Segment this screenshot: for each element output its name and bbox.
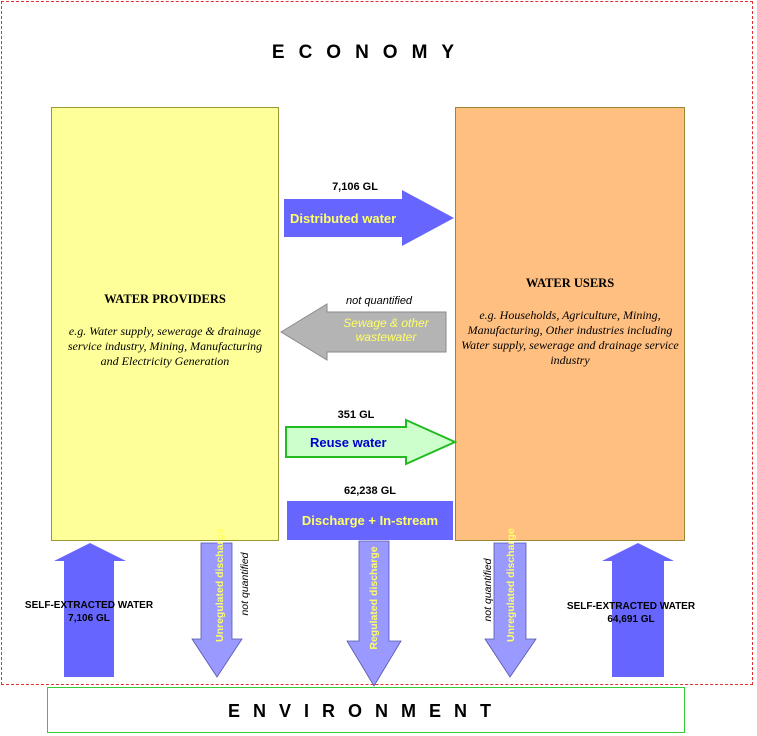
- unregulated-discharge-left-label: Unregulated discharge: [214, 528, 226, 642]
- unregulated-right-note: not quantified: [482, 558, 494, 622]
- water-providers-title: WATER PROVIDERS: [104, 292, 226, 306]
- water-users-description: e.g. Households, Agriculture, Mining, Ma…: [461, 308, 679, 367]
- unregulated-left-note: not quantified: [239, 552, 251, 616]
- economy-frame: [1, 1, 753, 685]
- sewage-note: not quantified: [346, 295, 413, 307]
- reuse-water-label: Reuse water: [310, 435, 387, 450]
- self-extracted-right-label: SELF-EXTRACTED WATER: [566, 601, 696, 612]
- distributed-water-value: 7,106 GL: [332, 181, 378, 193]
- environment-box: ENVIRONMENT: [47, 687, 685, 733]
- unregulated-discharge-left-arrow: [191, 542, 243, 678]
- distributed-water-label: Distributed water: [290, 211, 397, 226]
- water-providers-description: e.g. Water supply, sewerage & drainage s…: [67, 324, 263, 368]
- self-extracted-right-value: 64,691 GL: [607, 614, 655, 625]
- water-users-box: WATER USERS e.g. Households, Agriculture…: [455, 107, 685, 541]
- regulated-discharge-label: Regulated discharge: [368, 546, 380, 650]
- self-extracted-left-arrow: [54, 543, 126, 677]
- sewage-wastewater-arrow: [280, 303, 447, 361]
- economy-title: ECONOMY: [271, 42, 469, 63]
- environment-title: ENVIRONMENT: [227, 701, 504, 721]
- self-extracted-right-arrow: [602, 543, 674, 677]
- reuse-water-arrow: [285, 418, 458, 466]
- water-users-title: WATER USERS: [525, 276, 615, 290]
- regulated-discharge-arrow: [346, 540, 402, 687]
- unregulated-discharge-right-label: Unregulated discharge: [505, 528, 517, 642]
- reuse-water-value: 351 GL: [337, 409, 375, 421]
- self-extracted-left-value: 7,106 GL: [68, 613, 110, 624]
- distributed-water-arrow: [284, 190, 454, 246]
- discharge-instream-label: Discharge + In-stream: [301, 513, 439, 528]
- water-providers-box: WATER PROVIDERS e.g. Water supply, sewer…: [51, 107, 279, 541]
- unregulated-discharge-right-arrow: [484, 542, 537, 678]
- self-extracted-left-label: SELF-EXTRACTED WATER: [24, 600, 154, 611]
- sewage-wastewater-label: Sewage & other wastewater: [343, 316, 429, 344]
- self-extracted-right-text: SELF-EXTRACTED WATER 64,691 GL: [546, 600, 716, 626]
- discharge-value: 62,238 GL: [344, 485, 396, 497]
- discharge-instream-box: Discharge + In-stream: [287, 501, 453, 540]
- self-extracted-left-text: SELF-EXTRACTED WATER 7,106 GL: [4, 599, 174, 625]
